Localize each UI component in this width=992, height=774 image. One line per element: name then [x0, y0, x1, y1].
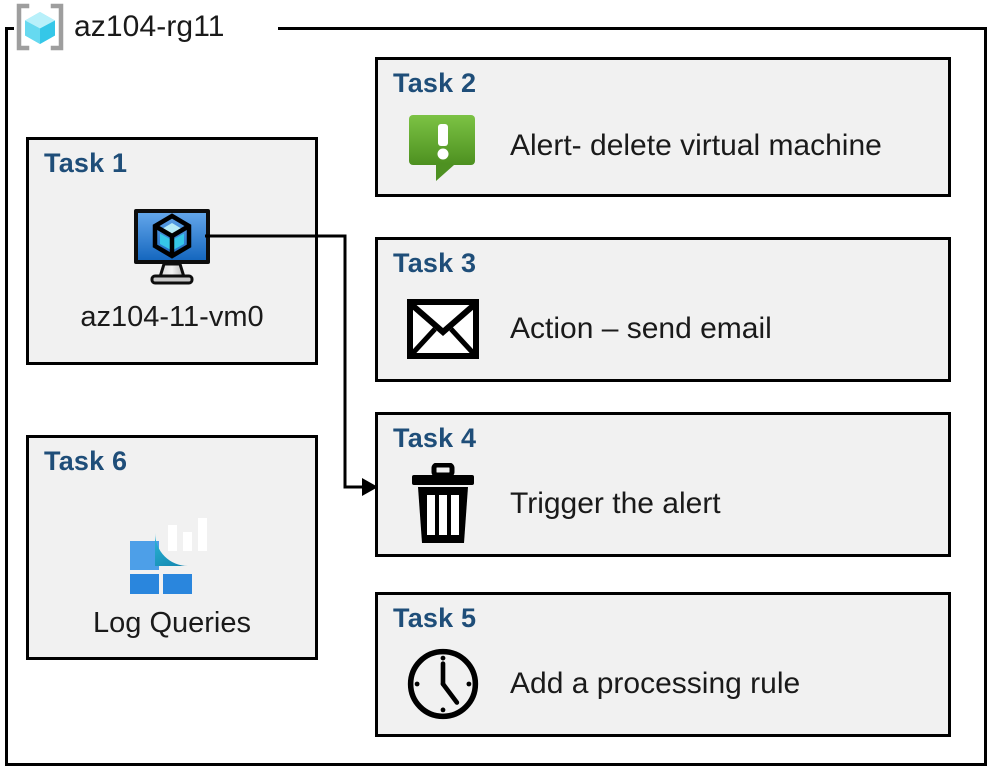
- card-task-6-title: Task 6: [44, 446, 128, 476]
- card-task-3[interactable]: Task 3 Action – send email: [375, 237, 951, 382]
- card-task-6-label: Log Queries: [93, 606, 251, 639]
- card-task-1-label: az104-11-vm0: [80, 301, 264, 333]
- card-task-3-label: Action – send email: [510, 311, 772, 345]
- trash-icon: [406, 462, 480, 543]
- card-task-3-body: Action – send email: [406, 284, 938, 373]
- card-task-5-label: Add a processing rule: [510, 666, 801, 700]
- resource-group-frame-top-right-segment: [278, 27, 987, 30]
- log-analytics-icon: [120, 494, 224, 603]
- card-task-1[interactable]: Task 1: [26, 137, 318, 365]
- azure-resource-group-icon: [14, 3, 66, 51]
- clock-icon: [406, 647, 480, 721]
- card-task-6[interactable]: Task 6: [26, 435, 318, 660]
- card-task-4-body: Trigger the alert: [406, 459, 938, 548]
- card-task-5-title: Task 5: [393, 603, 477, 633]
- card-task-2[interactable]: Task 2 Alert- delete virtual machin: [375, 57, 951, 197]
- virtual-machine-icon: [126, 206, 218, 293]
- card-task-2-body: Alert- delete virtual machine: [406, 104, 938, 188]
- card-task-4[interactable]: Task 4 Trigger the alert: [375, 412, 951, 557]
- card-task-2-title: Task 2: [393, 68, 477, 98]
- resource-group-frame: [5, 27, 987, 766]
- resource-group-header: az104-rg11: [14, 2, 235, 52]
- card-task-2-label: Alert- delete virtual machine: [510, 129, 882, 162]
- card-task-6-body: Log Queries: [29, 484, 315, 649]
- resource-group-name: az104-rg11: [74, 10, 225, 43]
- card-task-4-label: Trigger the alert: [510, 486, 721, 520]
- alert-bubble-icon: [406, 109, 480, 183]
- card-task-1-body: az104-11-vm0: [29, 186, 315, 354]
- card-task-4-title: Task 4: [393, 423, 477, 453]
- card-task-3-title: Task 3: [393, 248, 477, 278]
- resource-group-frame-top-left-segment: [5, 27, 17, 30]
- card-task-1-title: Task 1: [44, 148, 128, 178]
- card-task-5[interactable]: Task 5 Add a processing rule: [375, 592, 951, 737]
- envelope-icon: [406, 292, 480, 366]
- card-task-5-body: Add a processing rule: [406, 639, 938, 728]
